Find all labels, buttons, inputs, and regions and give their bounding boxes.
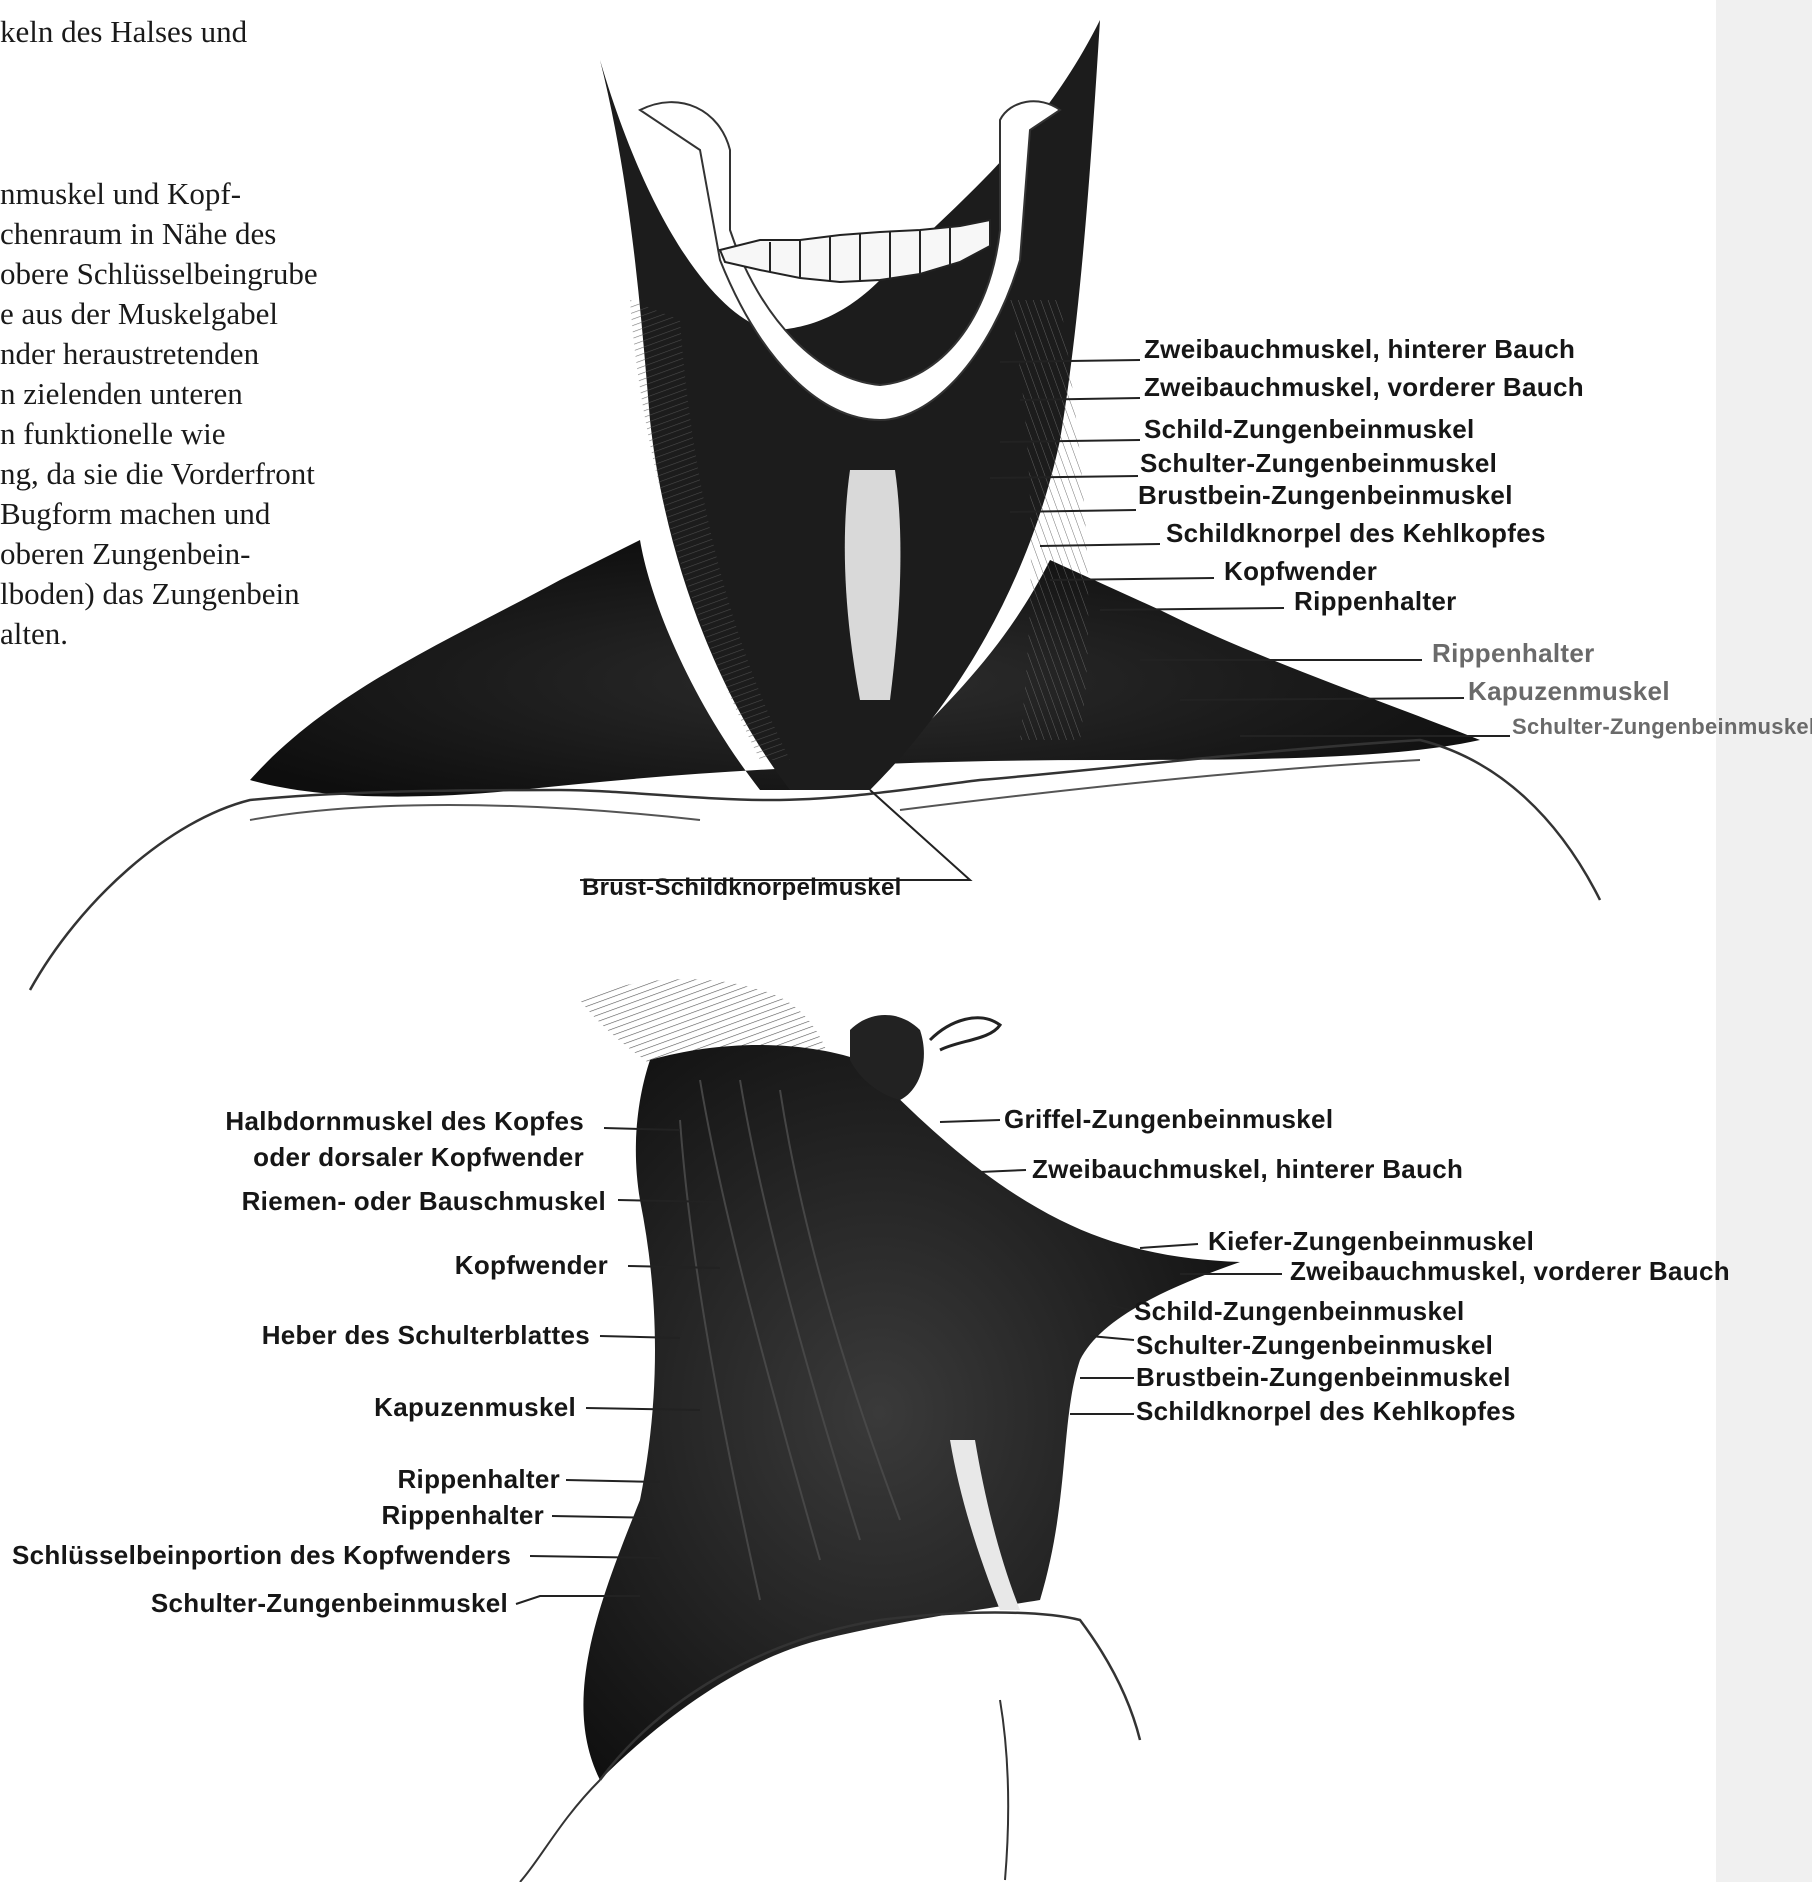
label-semispinalis-2: oder dorsaler Kopfwender [120,1142,584,1173]
clavicle-left [250,805,700,820]
label-splenius: Riemen- oder Bauschmuskel [120,1186,606,1217]
label-thyroid-cartilage-lat: Schildknorpel des Kehlkopfes [1136,1396,1516,1427]
arm-outline [1000,1700,1008,1880]
label-semispinalis-1: Halbdornmuskel des Kopfes [120,1106,584,1137]
label-scalenus-lat-1: Rippenhalter [120,1464,560,1495]
label-sternothyroid: Brust-Schildknorpelmuskel [582,874,902,902]
label-digastric-posterior-lat: Zweibauchmuskel, hinterer Bauch [1032,1154,1463,1185]
label-digastric-anterior: Zweibauchmuskel, vorderer Bauch [1144,372,1584,403]
label-trapezius: Kapuzenmuskel [1468,676,1670,707]
label-trapezius-lat: Kapuzenmuskel [120,1392,576,1423]
label-sternocleidomastoid-lat: Kopfwender [120,1250,608,1281]
ear-curl [930,1018,1000,1050]
label-scalenus-lat-2: Rippenhalter [120,1500,544,1531]
label-omohyoid-lat-2: Schulter-Zungenbeinmuskel [1136,1330,1493,1361]
label-sternocleidomastoid: Kopfwender [1224,556,1377,587]
label-thyroid-cartilage: Schildknorpel des Kehlkopfes [1166,518,1546,549]
label-stylohyoid: Griffel-Zungenbeinmuskel [1004,1104,1333,1135]
label-omohyoid: Schulter-Zungenbeinmuskel [1140,448,1497,479]
label-omohyoid-2: Schulter-Zungenbeinmuskel [1512,714,1812,740]
label-omohyoid-lat: Schulter-Zungenbeinmuskel [120,1588,508,1619]
label-digastric-anterior-lat: Zweibauchmuskel, vorderer Bauch [1290,1256,1730,1287]
label-scalenus-1: Rippenhalter [1294,586,1457,617]
label-sternohyoid: Brustbein-Zungenbeinmuskel [1138,480,1513,511]
label-digastric-posterior: Zweibauchmuskel, hinterer Bauch [1144,334,1575,365]
back-outline [520,1780,600,1882]
label-clavicular-portion: Schlüsselbeinportion des Kopfwenders [12,1540,511,1571]
label-scalenus-2: Rippenhalter [1432,638,1595,669]
label-thyrohyoid: Schild-Zungenbeinmuskel [1144,414,1475,445]
label-mylohyoid: Kiefer-Zungenbeinmuskel [1208,1226,1534,1257]
label-levator-scapulae: Heber des Schulterblattes [120,1320,590,1351]
label-thyrohyoid-lat: Schild-Zungenbeinmuskel [1134,1296,1465,1327]
clavicle-right [900,760,1420,810]
label-sternohyoid-lat: Brustbein-Zungenbeinmuskel [1136,1362,1511,1393]
